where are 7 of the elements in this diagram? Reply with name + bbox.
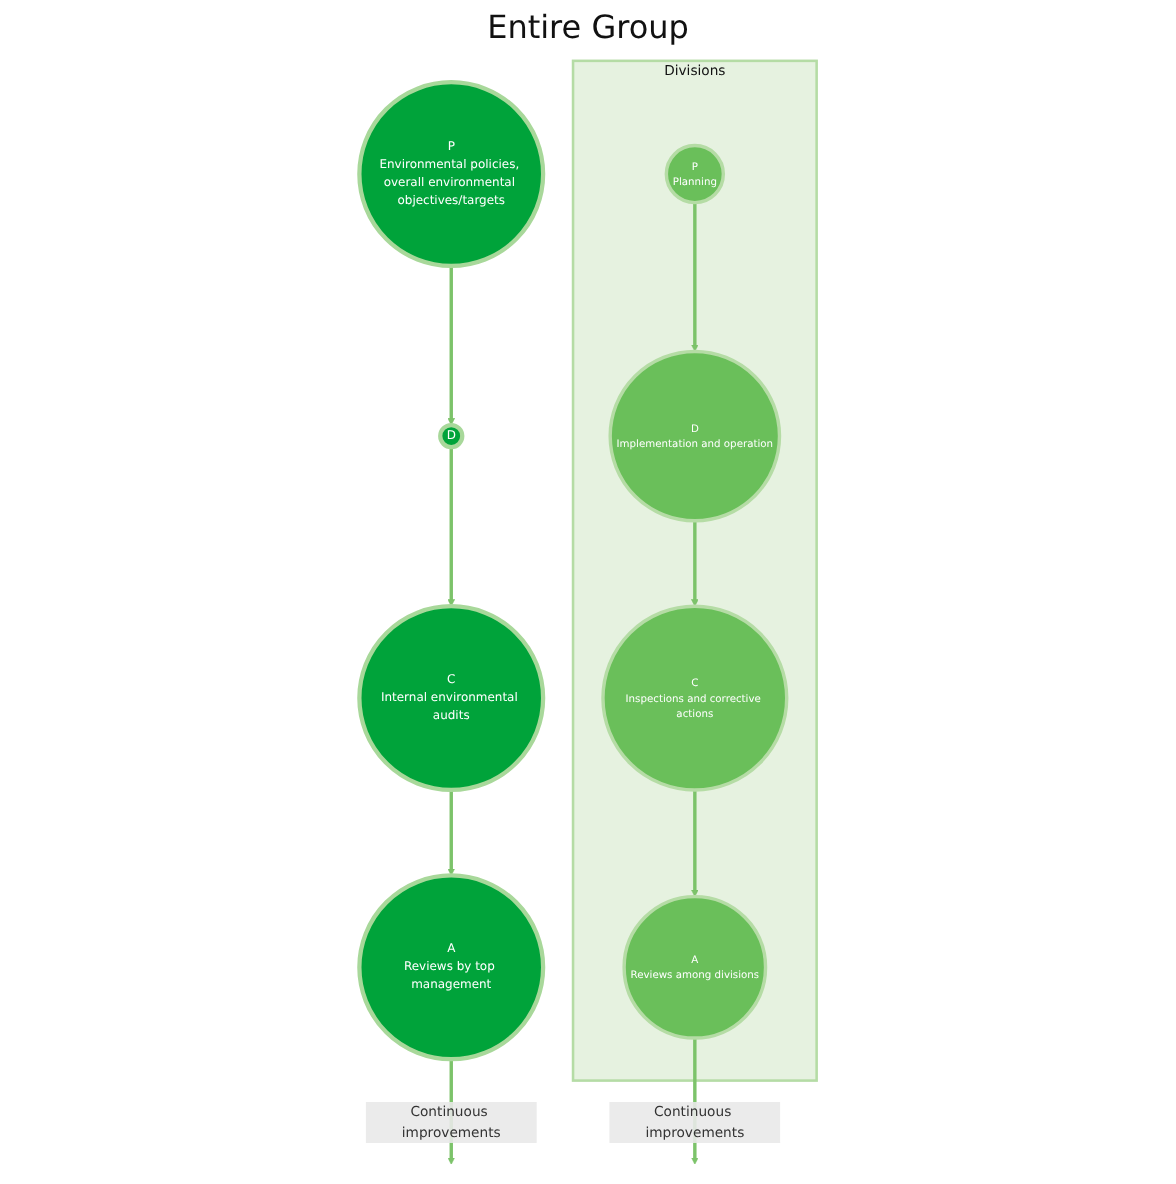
arrow [447,265,455,426]
arrow [447,790,455,876]
arrow [691,520,699,607]
arrow [691,202,699,352]
arrow [447,447,455,607]
arrow [691,790,699,897]
group-label: Entire Group [487,8,689,46]
